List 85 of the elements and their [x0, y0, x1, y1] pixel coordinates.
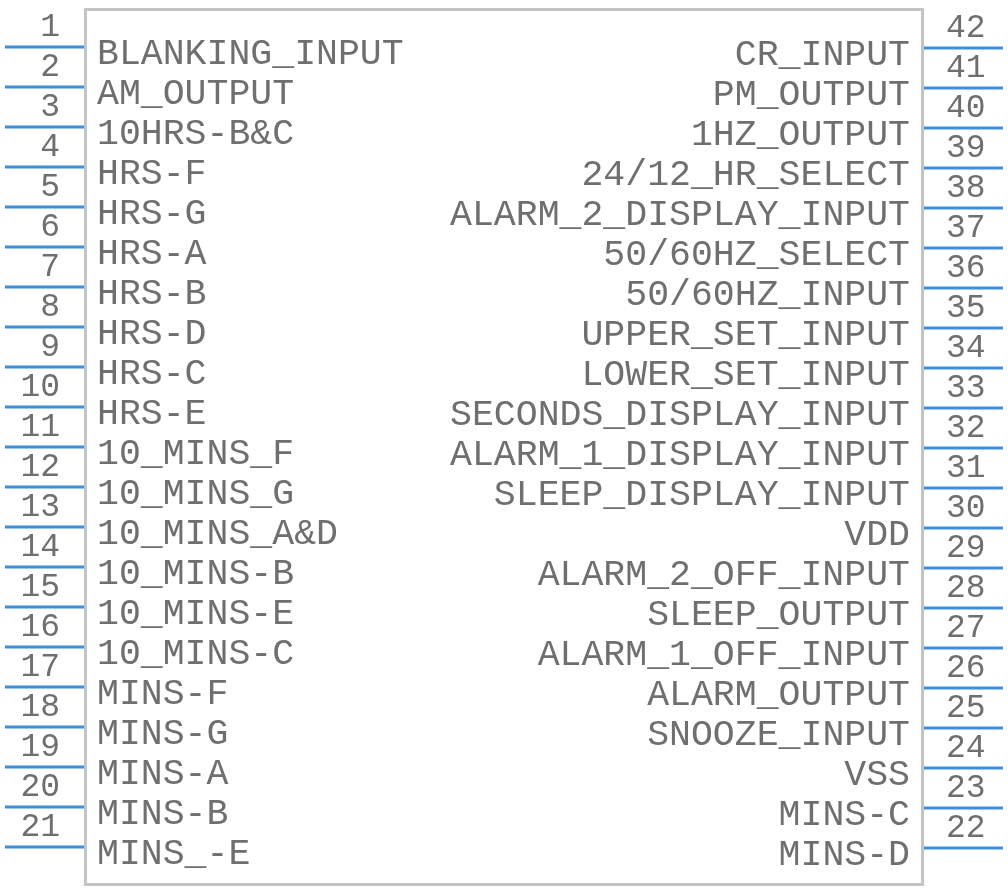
pin-number: 32 [946, 412, 986, 446]
pin-label: 10HRS-B&C [97, 116, 295, 154]
pin-number: 42 [946, 12, 986, 46]
pin-label: 50/60HZ_INPUT [625, 277, 910, 315]
pin-label: HRS-B [97, 276, 207, 314]
pin-number: 24 [946, 732, 986, 766]
pin-number: 4 [40, 131, 60, 165]
pin-label: ALARM_1_DISPLAY_INPUT [450, 437, 910, 475]
pin-number: 6 [40, 211, 60, 245]
pin-label: 10_MINS-E [97, 596, 295, 634]
pin-label: SECONDS_DISPLAY_INPUT [450, 397, 910, 435]
pin-number: 34 [946, 332, 986, 366]
pin-number: 33 [946, 372, 986, 406]
pin-label: VSS [844, 757, 910, 795]
pin-label: 10_MINS-B [97, 556, 295, 594]
pin-number: 5 [40, 171, 60, 205]
pin-label: HRS-F [97, 156, 207, 194]
pin-number: 13 [20, 491, 60, 525]
pin-number: 10 [20, 371, 60, 405]
pin-label: MINS_-E [97, 836, 251, 874]
pin-label: AM_OUTPUT [97, 76, 295, 114]
pin-label: SNOOZE_INPUT [647, 717, 910, 755]
pin-label: 10_MINS_A&D [97, 516, 338, 554]
pin-number: 3 [40, 91, 60, 125]
pin-number: 12 [20, 451, 60, 485]
pin-label: LOWER_SET_INPUT [581, 357, 910, 395]
pin-label: 10_MINS_F [97, 436, 295, 474]
pin-number: 37 [946, 212, 986, 246]
pin-number: 17 [20, 651, 60, 685]
pin-number: 14 [20, 531, 60, 565]
pin-number: 23 [946, 772, 986, 806]
pin-number: 27 [946, 612, 986, 646]
pin-number: 2 [40, 51, 60, 85]
pin-number: 26 [946, 652, 986, 686]
pin-number: 19 [20, 731, 60, 765]
pin-label: UPPER_SET_INPUT [581, 317, 910, 355]
pin-label: 1HZ_OUTPUT [690, 117, 910, 155]
pin-number: 11 [20, 411, 60, 445]
pin-label: 10_MINS-C [97, 636, 295, 674]
pin-number: 8 [40, 291, 60, 325]
pin-label: HRS-D [97, 316, 207, 354]
pin-label: MINS-G [97, 716, 229, 754]
pin-label: MINS-A [97, 756, 229, 794]
pin-number: 9 [40, 331, 60, 365]
pin-label: MINS-C [778, 797, 910, 835]
pin-label: MINS-D [778, 837, 910, 875]
pin-label: HRS-E [97, 396, 207, 434]
pin-label: BLANKING_INPUT [97, 36, 404, 74]
pin-label: HRS-G [97, 196, 207, 234]
pin-label: PM_OUTPUT [712, 77, 910, 115]
pin-number: 35 [946, 292, 986, 326]
pin-number: 36 [946, 252, 986, 286]
pin-number: 38 [946, 172, 986, 206]
pin-label: ALARM_1_OFF_INPUT [537, 637, 910, 675]
pin-label: SLEEP_OUTPUT [647, 597, 910, 635]
pin-number: 18 [20, 691, 60, 725]
pin-label: MINS-B [97, 796, 229, 834]
pin-number: 28 [946, 572, 986, 606]
pin-number: 22 [946, 812, 986, 846]
pin-label: ALARM_2_OFF_INPUT [537, 557, 910, 595]
pin-label: ALARM_OUTPUT [647, 677, 910, 715]
pin-number: 21 [20, 811, 60, 845]
pin-number: 39 [946, 132, 986, 166]
pin-label: CR_INPUT [734, 37, 910, 75]
pin-label: SLEEP_DISPLAY_INPUT [493, 477, 910, 515]
pin-number: 1 [40, 11, 60, 45]
pin-label: 24/12_HR_SELECT [581, 157, 910, 195]
pin-number: 31 [946, 452, 986, 486]
pin-number: 25 [946, 692, 986, 726]
pin-number: 41 [946, 52, 986, 86]
pin-label: 50/60HZ_SELECT [603, 237, 910, 275]
pin-label: ALARM_2_DISPLAY_INPUT [450, 197, 910, 235]
pin-number: 20 [20, 771, 60, 805]
pin-label: VDD [844, 517, 910, 555]
pin-label: HRS-C [97, 356, 207, 394]
pin-label: 10_MINS_G [97, 476, 295, 514]
pin-label: HRS-A [97, 236, 207, 274]
pin-number: 7 [40, 251, 60, 285]
pin-number: 40 [946, 92, 986, 126]
pin-number: 29 [946, 532, 986, 566]
ic-body [84, 8, 924, 886]
pin-number: 30 [946, 492, 986, 526]
pin-number: 16 [20, 611, 60, 645]
pin-label: MINS-F [97, 676, 229, 714]
pin-number: 15 [20, 571, 60, 605]
